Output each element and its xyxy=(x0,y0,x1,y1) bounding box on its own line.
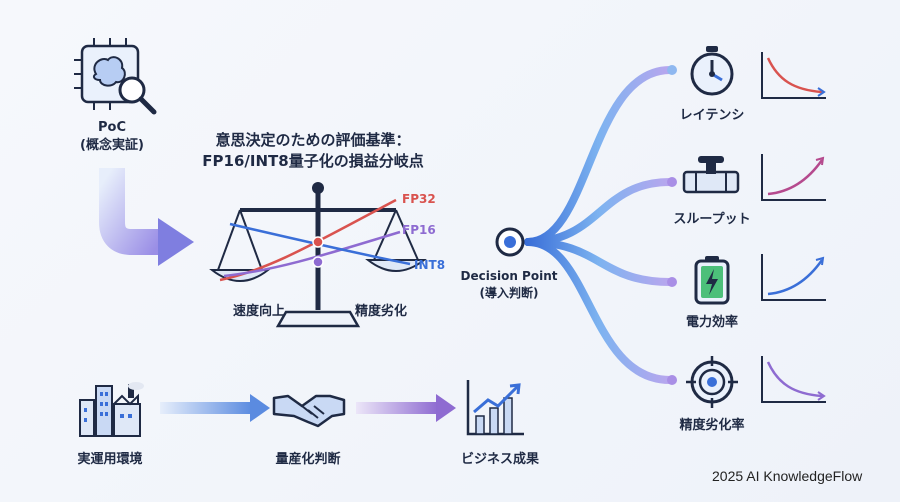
center-title-line2: FP16/INT8量子化の損益分岐点 xyxy=(202,152,424,170)
precision-label-fp32: FP32 xyxy=(402,192,436,206)
poc-subtitle: (概念実証) xyxy=(80,138,144,153)
bottom-arrow-2 xyxy=(356,394,456,422)
decision-label-line1: Decision Point xyxy=(460,269,558,283)
bottom-label-production: 実運用環境 xyxy=(77,452,143,467)
decision-node xyxy=(495,227,525,257)
bottom-arrow-1 xyxy=(160,394,270,422)
trend-throughput-chart xyxy=(761,154,826,201)
balance-scale-icon xyxy=(209,182,427,328)
city-icon xyxy=(79,382,144,437)
footer-credit: 2025 AI KnowledgeFlow xyxy=(712,468,863,484)
trend-accuracy-chart xyxy=(761,356,826,403)
poc-flow-arrow xyxy=(99,168,194,266)
bottom-label-mass-production: 量産化判断 xyxy=(275,452,341,467)
bottom-label-business: ビジネス成果 xyxy=(460,452,539,467)
metric-label-latency: レイテンシ xyxy=(679,108,745,123)
brain-chip-icon xyxy=(74,38,157,115)
trend-latency-chart xyxy=(761,52,826,99)
center-title: 意思決定のための評価基準： FP16/INT8量子化の損益分岐点 xyxy=(178,130,448,172)
pipe-valve-icon xyxy=(682,156,740,194)
metric-label-power: 電力効率 xyxy=(685,315,738,330)
stopwatch-icon xyxy=(690,46,734,96)
scale-left-label: 速度向上 xyxy=(232,304,285,319)
metric-label-accuracy: 精度劣化率 xyxy=(679,418,745,433)
center-title-line1: 意思決定のための評価基準： xyxy=(215,131,411,149)
branch-lines xyxy=(524,65,677,385)
precision-label-fp16: FP16 xyxy=(402,223,436,237)
battery-icon xyxy=(694,256,730,305)
metric-label-throughput: スループット xyxy=(673,212,751,227)
handshake-icon xyxy=(272,394,346,428)
growth-chart-icon xyxy=(466,380,524,436)
decision-label-line2: (導入判断) xyxy=(479,286,539,300)
precision-label-int8: INT8 xyxy=(414,258,446,272)
poc-label: PoC (概念実証) xyxy=(62,119,162,155)
trend-power-chart xyxy=(761,254,826,301)
target-icon xyxy=(686,356,738,408)
scale-right-label: 精度劣化 xyxy=(354,304,407,319)
poc-title: PoC xyxy=(98,120,126,135)
decision-label: Decision Point (導入判断) xyxy=(444,268,574,302)
